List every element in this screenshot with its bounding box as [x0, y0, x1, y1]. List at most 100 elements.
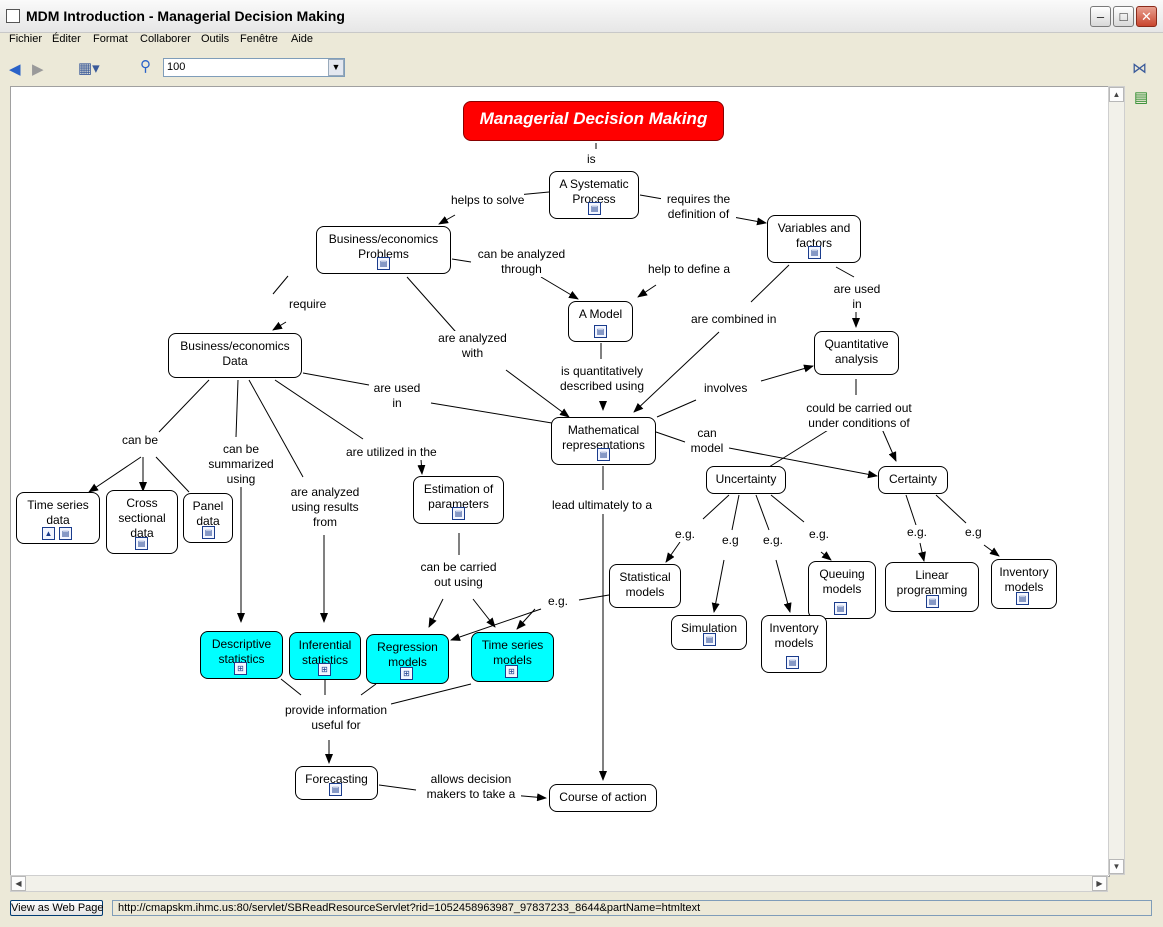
concept-linear-programming[interactable]: Linear programming ▤ [885, 562, 979, 612]
concept-descriptive-statistics[interactable]: Descriptive statistics ⊞ [200, 631, 283, 679]
link-label-help-to-define[interactable]: help to define a [648, 262, 731, 277]
concept-estimation-parameters[interactable]: Estimation of parameters ▤ [413, 476, 504, 524]
scroll-right-icon[interactable]: ▶ [1092, 876, 1107, 891]
scroll-left-icon[interactable]: ◀ [11, 876, 26, 891]
scroll-down-icon[interactable]: ▼ [1109, 859, 1124, 874]
concept-panel-data[interactable]: Panel data ▤ [183, 493, 233, 543]
scroll-up-icon[interactable]: ▲ [1109, 87, 1124, 102]
document-icon[interactable]: ▤ [786, 656, 799, 669]
document-icon[interactable]: ▤ [452, 507, 465, 520]
link-label-can-be[interactable]: can be [122, 433, 159, 448]
concept-business-data[interactable]: Business/economics Data [168, 333, 302, 378]
menu-aide[interactable]: Aide [291, 33, 314, 45]
link-label-can-model[interactable]: can model [686, 426, 728, 456]
concept-simulation[interactable]: Simulation ▤ [671, 615, 747, 650]
link-label-eg-statistical[interactable]: e.g. [548, 594, 569, 609]
submap-icon[interactable]: ⊞ [318, 663, 331, 676]
link-label-lead-ultimately[interactable]: lead ultimately to a [552, 498, 653, 513]
document-icon[interactable]: ▤ [926, 595, 939, 608]
concept-systematic-process[interactable]: A Systematic Process ▤ [549, 171, 639, 219]
menu-collaborer[interactable]: Collaborer [140, 33, 191, 45]
concept-queuing-models[interactable]: Queuing models ▤ [808, 561, 876, 619]
document-icon[interactable]: ▤ [329, 783, 342, 796]
views-menu-icon[interactable]: ▦▾ [78, 60, 100, 77]
concept-time-series-models[interactable]: Time series models ⊞ [471, 632, 554, 682]
link-label-eg-c1[interactable]: e.g. [907, 525, 928, 540]
vertical-scrollbar[interactable]: ▲ ▼ [1108, 86, 1125, 875]
link-label-eg-c2[interactable]: e.g [965, 525, 982, 540]
concept-course-of-action[interactable]: Course of action [549, 784, 657, 812]
zoom-input[interactable]: 100 [163, 58, 345, 77]
link-label-could-be-carried-out[interactable]: could be carried out under conditions of [794, 401, 924, 431]
document-icon[interactable]: ▤ [1016, 592, 1029, 605]
concept-mathematical-representations[interactable]: Mathematical representations ▤ [551, 417, 656, 465]
link-label-are-used-in-math[interactable]: are used in [371, 381, 423, 411]
link-label-helps-to-solve[interactable]: helps to solve [451, 193, 525, 208]
concept-business-problems[interactable]: Business/economics Problems ▤ [316, 226, 451, 274]
link-label-can-be-analyzed[interactable]: can be analyzed through [474, 247, 569, 277]
menu-editer[interactable]: Éditer [52, 33, 81, 45]
concept-certainty[interactable]: Certainty [878, 466, 948, 494]
concept-inferential-statistics[interactable]: Inferential statistics ⊞ [289, 632, 361, 680]
link-label-can-be-summarized[interactable]: can be summarized using [205, 442, 277, 487]
link-label-eg-u3[interactable]: e.g. [763, 533, 784, 548]
maximize-button[interactable]: □ [1113, 6, 1134, 27]
back-arrow-icon[interactable]: ◀ [9, 61, 21, 78]
document-icon[interactable]: ▤ [588, 202, 601, 215]
menu-fenetre[interactable]: Fenêtre [240, 33, 278, 45]
document-icon[interactable]: ▤ [594, 325, 607, 338]
document-icon[interactable]: ▤ [135, 537, 148, 550]
link-label-eg-u1[interactable]: e.g. [675, 527, 696, 542]
document-icon[interactable]: ▤ [59, 527, 72, 540]
image-icon[interactable]: ▲ [42, 527, 55, 540]
submap-icon[interactable]: ⊞ [234, 662, 247, 675]
menu-outils[interactable]: Outils [201, 33, 230, 45]
minimize-button[interactable]: – [1090, 6, 1111, 27]
concept-forecasting[interactable]: Forecasting ▤ [295, 766, 378, 800]
concept-a-model[interactable]: A Model ▤ [568, 301, 633, 342]
submap-icon[interactable]: ⊞ [505, 665, 518, 678]
link-label-allows[interactable]: allows decision makers to take a [421, 772, 521, 802]
concept-map-canvas[interactable]: is helps to solve requires the definitio… [10, 86, 1110, 877]
notes-icon[interactable]: ▤ [1134, 89, 1149, 106]
concept-regression-models[interactable]: Regression models ⊞ [366, 634, 449, 684]
concept-statistical-models[interactable]: Statistical models [609, 564, 681, 608]
concept-managerial-decision-making[interactable]: Managerial Decision Making [463, 101, 724, 141]
forward-arrow-icon[interactable]: ▶ [32, 61, 44, 78]
concept-inventory-models-uncertainty[interactable]: Inventory models ▤ [761, 615, 827, 673]
submap-icon[interactable]: ⊞ [400, 667, 413, 680]
concept-uncertainty[interactable]: Uncertainty [706, 466, 786, 494]
link-label-analyzed-using-results[interactable]: are analyzed using results from [286, 485, 364, 530]
document-icon[interactable]: ▤ [202, 526, 215, 539]
link-label-are-combined-in[interactable]: are combined in [691, 312, 777, 327]
link-label-utilized-in[interactable]: are utilized in the [346, 445, 437, 460]
document-icon[interactable]: ▤ [703, 633, 716, 646]
concept-time-series-data[interactable]: Time series data ▲ ▤ [16, 492, 100, 544]
concept-variables-factors[interactable]: Variables and factors ▤ [767, 215, 861, 263]
menu-fichier[interactable]: Fichier [9, 33, 43, 45]
document-icon[interactable]: ▤ [834, 602, 847, 615]
view-as-web-page-button[interactable]: View as Web Page [10, 900, 104, 916]
document-icon[interactable]: ▤ [377, 257, 390, 270]
link-label-are-analyzed-with[interactable]: are analyzed with [435, 331, 510, 361]
concept-inventory-models-certainty[interactable]: Inventory models ▤ [991, 559, 1057, 609]
link-label-can-be-carried-out-using[interactable]: can be carried out using [411, 560, 506, 590]
link-label-requires-definition[interactable]: requires the definition of [661, 192, 736, 222]
link-label-eg-u2[interactable]: e.g [722, 533, 739, 548]
link-label-is[interactable]: is [587, 152, 596, 167]
horizontal-scrollbar[interactable]: ◀ ▶ [10, 875, 1108, 892]
link-label-quantitatively-described[interactable]: is quantitatively described using [557, 364, 647, 394]
network-icon[interactable]: ⋈ [1132, 60, 1147, 77]
close-button[interactable]: ✕ [1136, 6, 1157, 27]
link-label-require[interactable]: require [289, 297, 327, 312]
menu-format[interactable]: Format [93, 33, 128, 45]
document-icon[interactable]: ▤ [808, 246, 821, 259]
link-label-are-used-in-quant[interactable]: are used in [831, 282, 883, 312]
link-label-eg-u4[interactable]: e.g. [809, 527, 830, 542]
document-icon[interactable]: ▤ [597, 448, 610, 461]
link-label-involves[interactable]: involves [704, 381, 748, 396]
concept-quantitative-analysis[interactable]: Quantitative analysis [814, 331, 899, 375]
link-label-provide-information[interactable]: provide information useful for [281, 703, 391, 733]
concept-cross-sectional-data[interactable]: Cross sectional data ▤ [106, 490, 178, 554]
chevron-down-icon[interactable]: ▼ [328, 59, 344, 76]
